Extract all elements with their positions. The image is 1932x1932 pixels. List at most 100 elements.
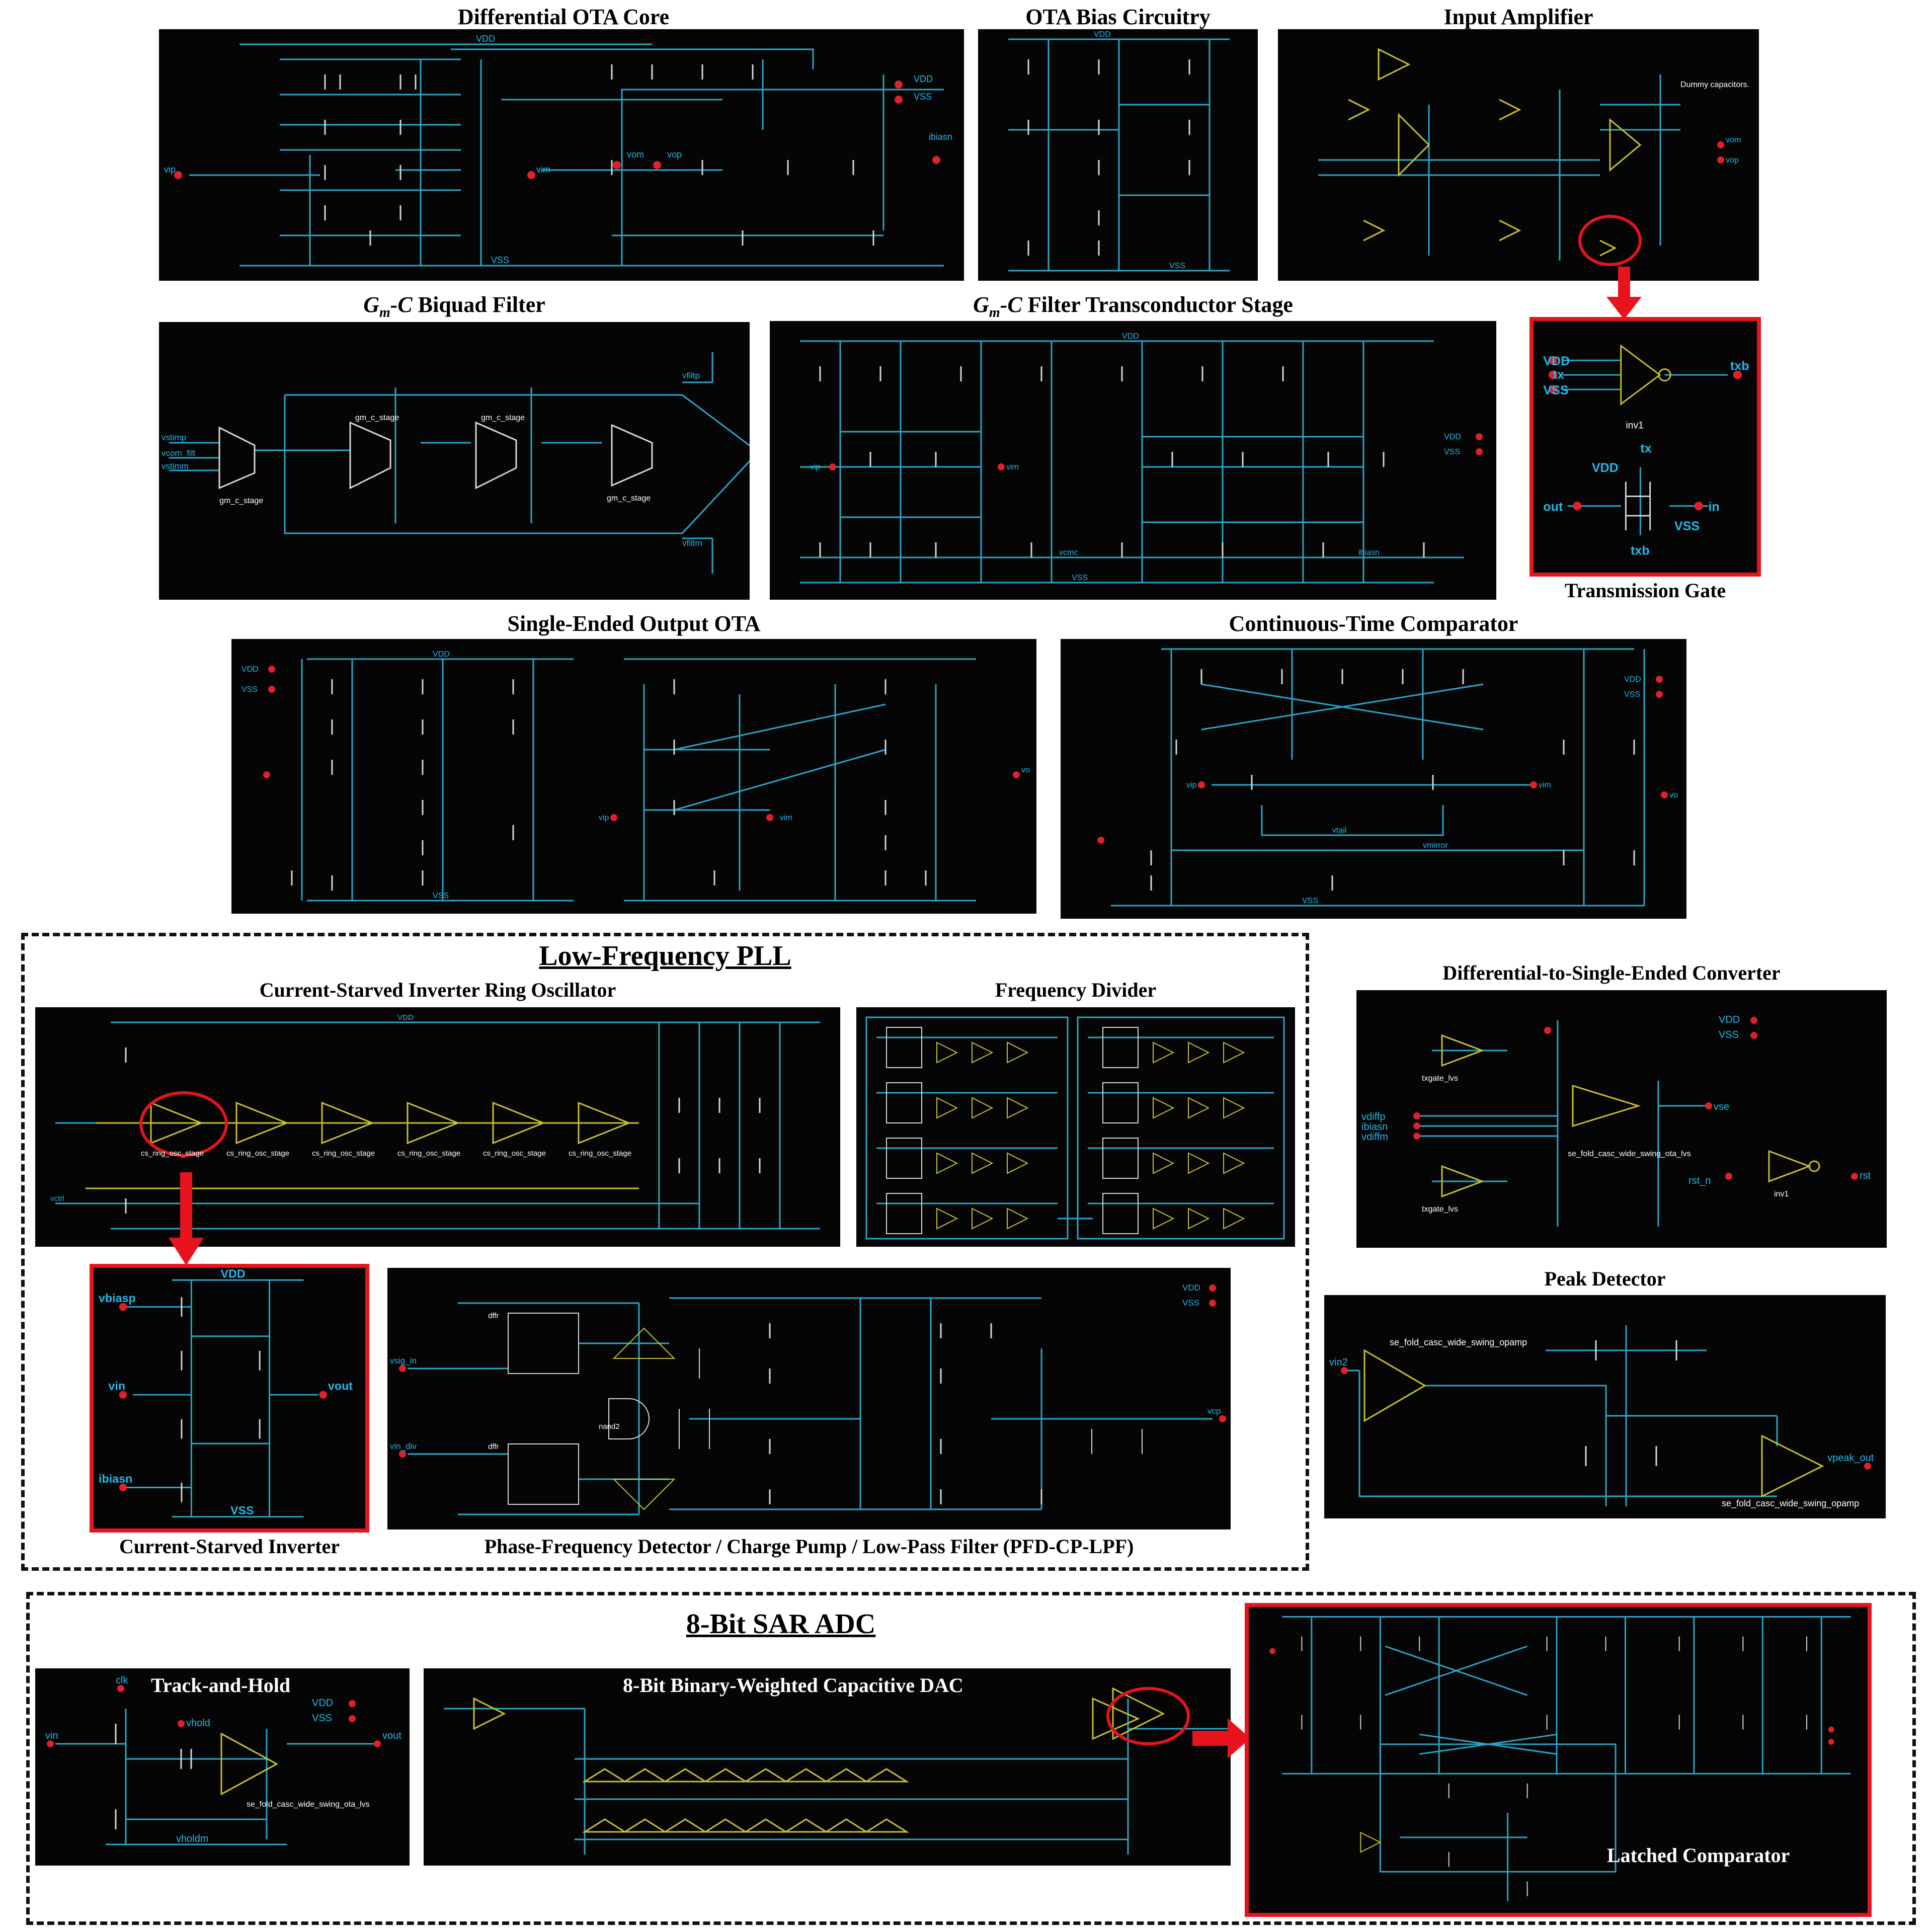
label-vip: vip (164, 165, 176, 175)
label-vop: vop (667, 149, 682, 159)
label-vss-pin: VSS (242, 685, 258, 694)
label-vdd: VDD (433, 650, 450, 659)
label-vpeak-out: vpeak_out (1827, 1453, 1874, 1464)
panel-input-amp: Dummy capacitors. vom vop (1278, 29, 1759, 281)
label-vmirror: vmirror (1423, 841, 1448, 850)
label-dffr-1: dffr (488, 1312, 499, 1320)
label-vss: VSS (1072, 574, 1088, 582)
label-vcp: vcp (1208, 1406, 1221, 1416)
label-vom: vom (627, 149, 644, 159)
label-in: in (1708, 500, 1719, 514)
title-d2s-converter: Differential-to-Single-Ended Converter (1442, 961, 1781, 984)
schematic-cap-dac (444, 1687, 1229, 1855)
schematic-freq-div (865, 1016, 1285, 1240)
label-ibiasn: ibiasn (99, 1472, 132, 1485)
label-vss-pin: VSS (1182, 1298, 1199, 1308)
label-vdd: VDD (476, 34, 495, 44)
label-vss: VSS (433, 892, 449, 900)
label-vo: vo (1669, 791, 1678, 799)
label-vip: vip (599, 814, 609, 822)
label-vdd: VDD (221, 1268, 246, 1280)
label-ibiasn: ibiasn (1361, 1121, 1388, 1133)
label-vim: vim (780, 814, 792, 822)
label-se-ota: se_fold_casc_wide_swing_ota_lvs (1568, 1150, 1691, 1158)
label-vop: vop (1726, 156, 1739, 165)
label-vin: vin (108, 1380, 125, 1393)
label-se-opamp-1: se_fold_casc_wide_swing_opamp (1390, 1337, 1527, 1348)
label-vss: VSS (491, 255, 509, 265)
label-vin: vin (45, 1730, 58, 1741)
title-ota-bias: OTA Bias Circuitry (1025, 5, 1211, 29)
title-transmission-gate: Transmission Gate (1564, 579, 1726, 602)
panel-diff-ota-core: vip vim VDD VDD VSS vom vop ibiasn VSS (159, 29, 964, 281)
label-vdd-pin: VDD (1719, 1014, 1740, 1025)
label-vss-pin: VSS (312, 1713, 332, 1724)
panel-ct-comparator: VDD VSS vip vim vo vtail vmirror VSS (1061, 639, 1686, 919)
title-sar-adc: 8-Bit SAR ADC (686, 1608, 876, 1640)
label-vfiltm: vfiltm (682, 538, 702, 548)
title-ct-comparator: Continuous-Time Comparator (1229, 611, 1518, 636)
label-vdd-pin: VDD (914, 74, 933, 84)
label-dffr-2: dffr (488, 1442, 499, 1451)
title-pfd-cp-lpf: Phase-Frequency Detector / Charge Pump /… (484, 1535, 1134, 1558)
label-vss: VSS (230, 1504, 254, 1517)
label-vdd-pin: VDD (242, 665, 259, 674)
label-vsig-in: vsig_in (390, 1356, 417, 1365)
schematic-transmission-gate: VDD tx VSS txb VDD out in VSS txb tx inv… (1543, 344, 1749, 557)
arrow-down-icon (1606, 267, 1642, 319)
label-vout: vout (328, 1380, 353, 1393)
label-vss-pin: VSS (1624, 690, 1640, 699)
label-tx-tg: tx (1640, 442, 1651, 456)
label-vcmc: vcmc (1059, 548, 1078, 557)
panel-cap-dac: 8-Bit Binary-Weighted Capacitive DAC (424, 1668, 1231, 1866)
title-lf-pll: Low-Frequency PLL (539, 940, 791, 972)
label-vss-tg: VSS (1674, 519, 1700, 533)
label-ring-stage-6: cs_ring_osc_stage (569, 1149, 631, 1158)
label-gmc-stage-4: gm_c_stage (607, 494, 651, 503)
label-ring-stage-1: cs_ring_osc_stage (141, 1149, 204, 1158)
label-vdd: VDD (1094, 30, 1111, 39)
schematic-ota-bias: VDD VSS (1008, 30, 1230, 272)
title-track-hold: Track-and-Hold (151, 1674, 291, 1697)
label-vdd-pin: VDD (1444, 433, 1461, 441)
label-txb-tg: txb (1631, 543, 1650, 557)
title-se-output-ota: Single-Ended Output OTA (507, 611, 761, 636)
label-vss: VSS (1169, 262, 1185, 270)
label-vctrl: vctrl (50, 1194, 64, 1203)
panel-gmc-stage: VDD VSS VDD vip vim VSS vcmc ibiasn (770, 321, 1496, 600)
zoom-transmission-gate: VDD tx VSS txb VDD out in VSS txb tx inv… (1530, 317, 1761, 577)
panel-ring-osc: cs_ring_osc_stage cs_ring_osc_stage cs_r… (35, 1007, 840, 1247)
label-dummy-caps: Dummy capacitors. (1680, 80, 1749, 89)
label-vdd-pin: VDD (312, 1698, 333, 1709)
panel-gmc-biquad: vstimp vcom_filt vstimm vfiltp vfiltm gm… (159, 322, 750, 600)
title-diff-ota-core: Differential OTA Core (457, 5, 670, 29)
label-tx: tx (1553, 368, 1564, 382)
schematic-gmc-stage: VDD VSS VDD vip vim VSS vcmc ibiasn (800, 332, 1483, 584)
label-vfiltp: vfiltp (682, 371, 700, 380)
label-out: out (1543, 500, 1563, 514)
label-vdd: VDD (1543, 354, 1570, 368)
label-vo: vo (1021, 766, 1030, 774)
label-se-opamp-2: se_fold_casc_wide_swing_opamp (1722, 1498, 1859, 1509)
label-vdiffm: vdiffm (1361, 1132, 1388, 1143)
label-vss: VSS (1543, 383, 1568, 397)
label-nand2: nand2 (599, 1422, 620, 1431)
label-vholdm: vholdm (176, 1833, 208, 1844)
panel-freq-div (856, 1007, 1295, 1247)
label-vdd: VDD (1122, 332, 1139, 341)
title-peak-detector: Peak Detector (1544, 1267, 1666, 1290)
label-vhold: vhold (186, 1718, 210, 1729)
label-ring-stage-3: cs_ring_osc_stage (312, 1149, 375, 1158)
title-cs-inverter: Current-Starved Inverter (119, 1535, 340, 1558)
label-txgate-2: txgate_lvs (1422, 1205, 1458, 1214)
title-latched-comparator: Latched Comparator (1607, 1844, 1790, 1867)
label-vdiffp: vdiffp (1361, 1111, 1385, 1122)
panel-se-output-ota: VDD VSS vip vim vo VDD VSS (231, 639, 1036, 914)
label-ring-stage-2: cs_ring_osc_stage (226, 1149, 289, 1158)
label-se-ota: se_fold_casc_wide_swing_ota_lvs (247, 1800, 370, 1809)
label-vbiasp: vbiasp (99, 1292, 136, 1305)
label-vom: vom (1726, 136, 1741, 144)
label-ibiasn: ibiasn (1358, 548, 1380, 557)
label-vse: vse (1714, 1101, 1729, 1112)
label-vin2: vin2 (1329, 1357, 1348, 1368)
